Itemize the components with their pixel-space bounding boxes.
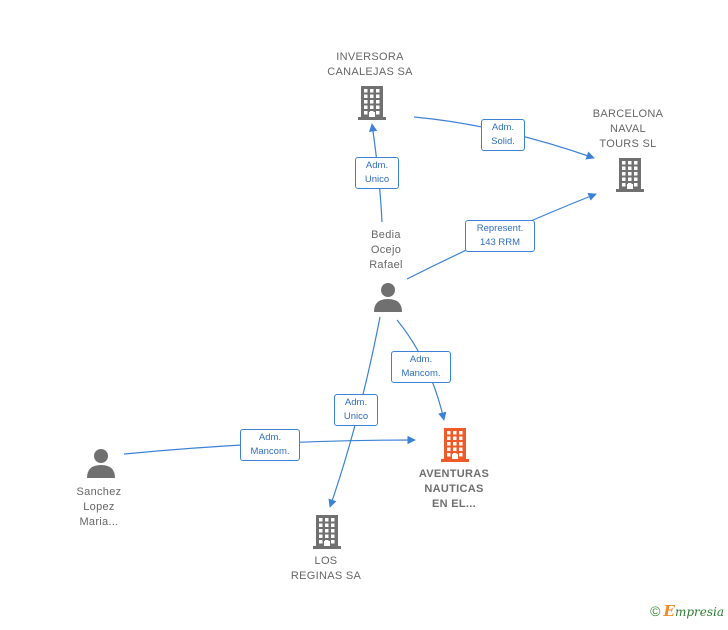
building-icon-inversora[interactable]	[358, 86, 386, 125]
node-label-reginas[interactable]: LOS REGINAS SA	[271, 554, 381, 584]
edge-label-line: 143 RRM	[479, 237, 521, 248]
node-label-aventuras[interactable]: AVENTURAS NAUTICAS EN EL...	[399, 467, 509, 512]
node-label-line: Ocejo	[370, 244, 402, 256]
node-label-line: CANALEJAS SA	[327, 66, 413, 78]
building-icon-reginas[interactable]	[313, 515, 341, 554]
node-label-line: INVERSORA	[336, 51, 404, 63]
edge-label-sanchez-to-aventuras[interactable]: Adm. Mancom.	[240, 429, 300, 461]
edge-label-bedia-to-reginas[interactable]: Adm. Unico	[334, 394, 378, 426]
edge-label-line: Represent.	[476, 223, 524, 234]
edge-label-inversora-to-barcelona[interactable]: Adm. Solid.	[481, 119, 525, 151]
edge-label-line: Mancom.	[250, 446, 290, 457]
brand-logo: Empresia	[663, 602, 725, 620]
edge-label-line: Adm.	[365, 160, 389, 171]
node-label-line: EN EL...	[432, 498, 476, 510]
node-label-line: NAUTICAS	[424, 483, 484, 495]
node-label-line: NAVAL	[610, 123, 646, 135]
building-icon-barcelona[interactable]	[616, 158, 644, 197]
building-icon-aventuras[interactable]	[441, 428, 469, 467]
edge-label-bedia-to-aventuras[interactable]: Adm. Mancom.	[391, 351, 451, 383]
edge-label-line: Solid.	[491, 136, 515, 147]
node-label-line: Lopez	[83, 501, 115, 513]
node-label-line: BARCELONA	[592, 108, 664, 120]
edge-label-line: Adm.	[491, 122, 515, 133]
node-label-line: TOURS SL	[599, 138, 657, 150]
node-label-line: LOS	[314, 555, 338, 567]
person-icon-bedia[interactable]	[373, 282, 403, 317]
node-label-line: AVENTURAS	[418, 468, 490, 480]
edge-label-bedia-to-inversora[interactable]: Adm. Unico	[355, 157, 399, 189]
person-icon-sanchez[interactable]	[86, 448, 116, 483]
node-label-line: Bedia	[371, 229, 401, 241]
copyright-symbol: ©	[650, 603, 661, 619]
edge-label-line: Adm.	[409, 354, 433, 365]
node-label-line: Rafael	[369, 259, 403, 271]
edge-label-line: Mancom.	[401, 368, 441, 379]
node-label-line: Maria...	[79, 516, 119, 528]
edge-label-bedia-to-barcelona[interactable]: Represent. 143 RRM	[465, 220, 535, 252]
edge-label-line: Unico	[343, 411, 369, 422]
node-label-inversora[interactable]: INVERSORA CANALEJAS SA	[315, 50, 425, 80]
node-label-line: Sanchez	[76, 486, 122, 498]
node-label-barcelona[interactable]: BARCELONA NAVAL TOURS SL	[578, 107, 678, 152]
footer-brand[interactable]: © Empresia	[650, 602, 724, 620]
edge-label-line: Unico	[364, 174, 390, 185]
node-label-line: REGINAS SA	[290, 570, 362, 582]
edge-label-line: Adm.	[344, 397, 368, 408]
edge-label-line: Adm.	[258, 432, 282, 443]
